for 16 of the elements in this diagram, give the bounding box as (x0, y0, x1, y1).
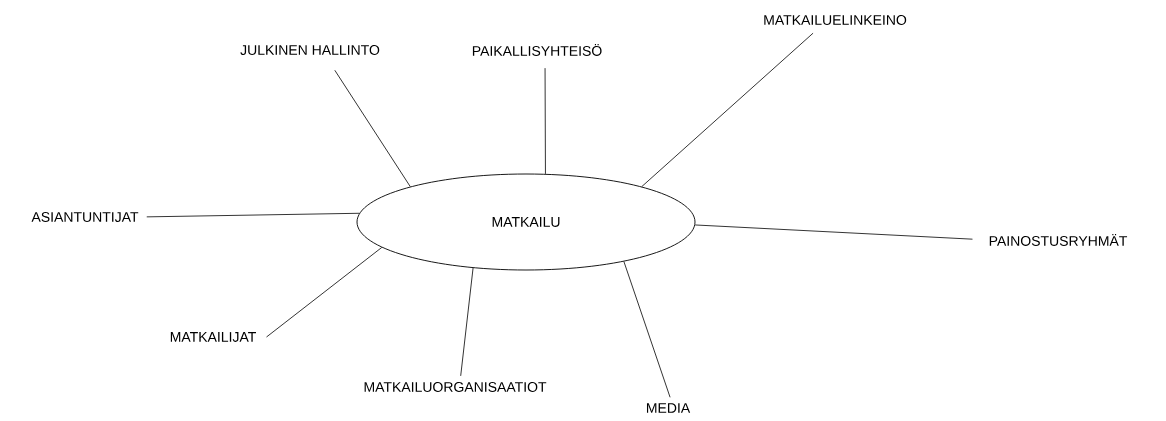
topic-label: MATKAILUORGANISAATIOT (364, 382, 547, 392)
connector-line (641, 32, 814, 187)
topic-label: PAINOSTUSRYHMÄT (989, 234, 1128, 246)
connector-line (460, 267, 474, 377)
topic-label: ASIANTUNTIJAT (31, 212, 139, 222)
topic-label: MEDIA (647, 403, 691, 413)
connector-line (694, 224, 973, 240)
topic-label: PAIKALLISYHTEISÖ (472, 44, 602, 56)
connector-line (544, 67, 546, 175)
connector-line (623, 261, 671, 398)
topic-label: JULKINEN HALLINTO (240, 45, 380, 55)
connector-line (334, 69, 411, 187)
connector-line (266, 247, 383, 338)
connector-line (146, 212, 360, 218)
topic-label: MATKAILIJAT (170, 332, 256, 342)
topic-label: MATKAILUELINKEINO (764, 15, 907, 25)
